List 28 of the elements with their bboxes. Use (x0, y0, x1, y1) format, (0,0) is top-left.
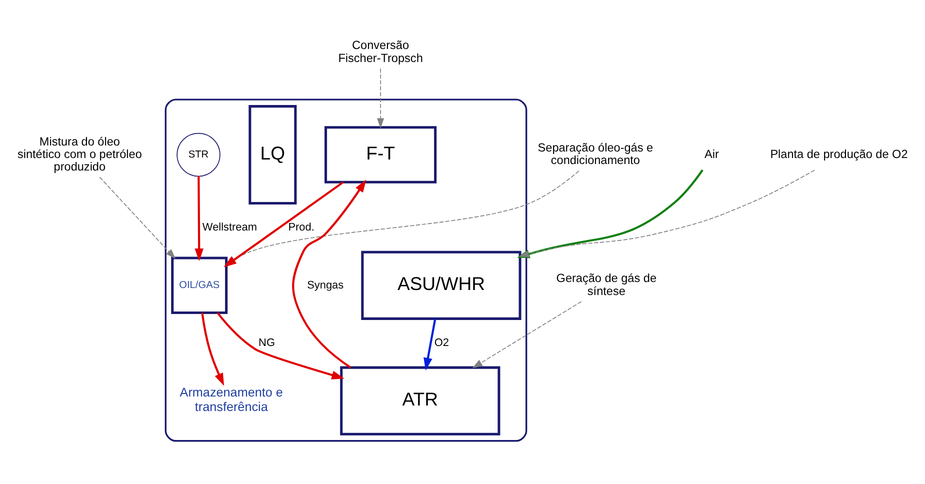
arrow (424, 318, 436, 371)
arrow (517, 169, 704, 258)
arrow (377, 68, 384, 128)
node-box: ATR (340, 366, 500, 436)
node-text: Geração de gás de síntese (556, 272, 657, 298)
node-text: Mistura do óleo sintético com o petróleo produzido (17, 135, 142, 174)
arrow (292, 180, 366, 368)
node-box: F-T (324, 126, 437, 184)
node-box: ASU/WHR (361, 250, 522, 320)
node-text: Armazenamento e transferência (180, 386, 283, 414)
edge-label: NG (258, 336, 275, 349)
node-text: Planta de produção de O2 (770, 148, 908, 161)
arrow (472, 301, 582, 368)
node-box: OIL/GAS (171, 256, 228, 314)
arrow (194, 176, 204, 262)
edge-label: Syngas (307, 279, 344, 292)
arrow (201, 312, 224, 386)
node-text: Conversão Fischer-Tropsch (338, 39, 423, 65)
node-text: Air (704, 148, 719, 161)
node-circle: STR (176, 132, 220, 177)
arrow (518, 170, 815, 258)
arrow (216, 312, 344, 380)
arrow (99, 176, 176, 259)
node-box: LQ (248, 105, 297, 204)
edge-label: O2 (434, 336, 449, 349)
edge-label: Prod. (288, 222, 314, 234)
edge-label: Wellstream (202, 222, 257, 234)
node-text: Separação óleo-gás e condicionamento (538, 142, 654, 168)
